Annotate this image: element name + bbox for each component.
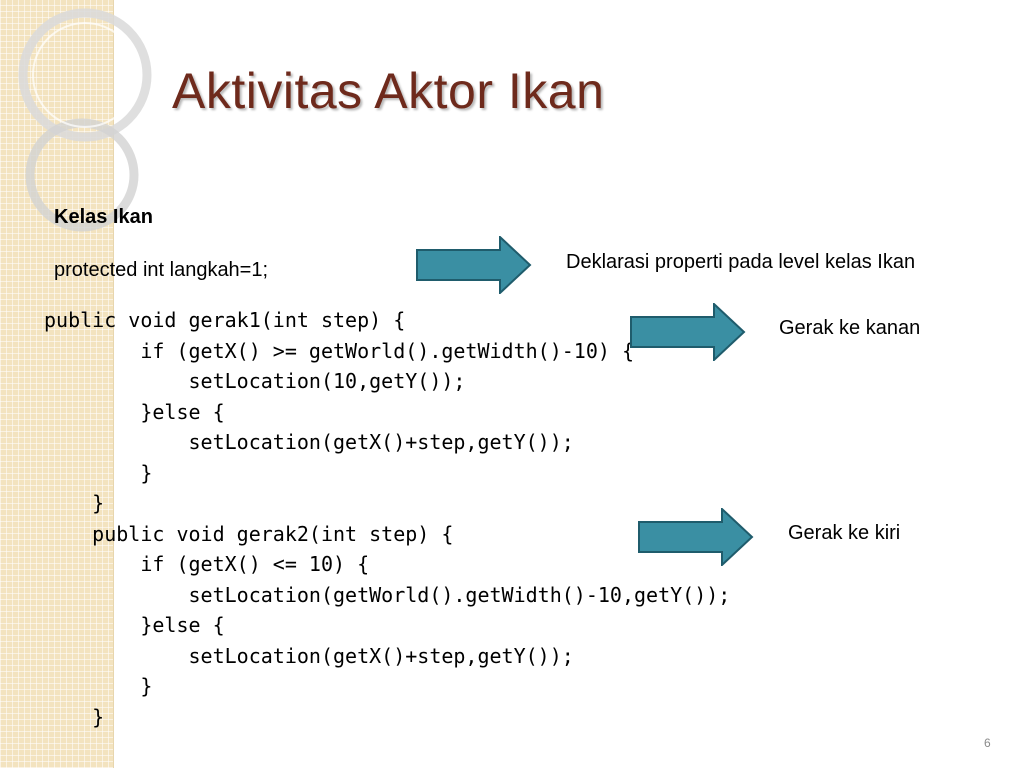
code-line: setLocation(getWorld().getWidth()-10,get… [44,582,731,607]
code-block: public void gerak1(int step) { if (getX(… [44,305,730,732]
code-line: } [44,491,105,515]
arrow-right-icon [416,236,532,294]
property-declaration: protected int langkah=1; [54,259,269,281]
code-line: setLocation(getX()+step,getY()); [44,643,574,668]
slide-title: Aktivitas Aktor Ikan [172,63,605,119]
code-line: if (getX() >= getWorld().getWidth()-10) … [44,338,635,363]
arrow-right-icon [630,303,746,361]
slide-number: 6 [984,736,991,750]
class-heading: Kelas Ikan [54,206,153,228]
code-line: }else { [44,613,225,637]
code-line: setLocation(10,getY()); [44,369,466,393]
code-line: } [44,704,105,729]
code-line: public void gerak1(int step) { [44,308,406,332]
annotation-move-right: Gerak ke kanan [779,317,921,339]
code-line: } [44,460,153,485]
code-line: public void gerak2(int step) { [44,521,454,546]
arrow-right-icon [638,508,754,566]
code-line: if (getX() <= 10) { [44,552,370,576]
code-line: }else { [44,399,225,424]
code-line: } [44,674,153,698]
code-line: setLocation(getX()+step,getY()); [44,430,574,454]
annotation-property: Deklarasi properti pada level kelas Ikan [566,251,916,273]
annotation-move-left: Gerak ke kiri [788,522,901,544]
